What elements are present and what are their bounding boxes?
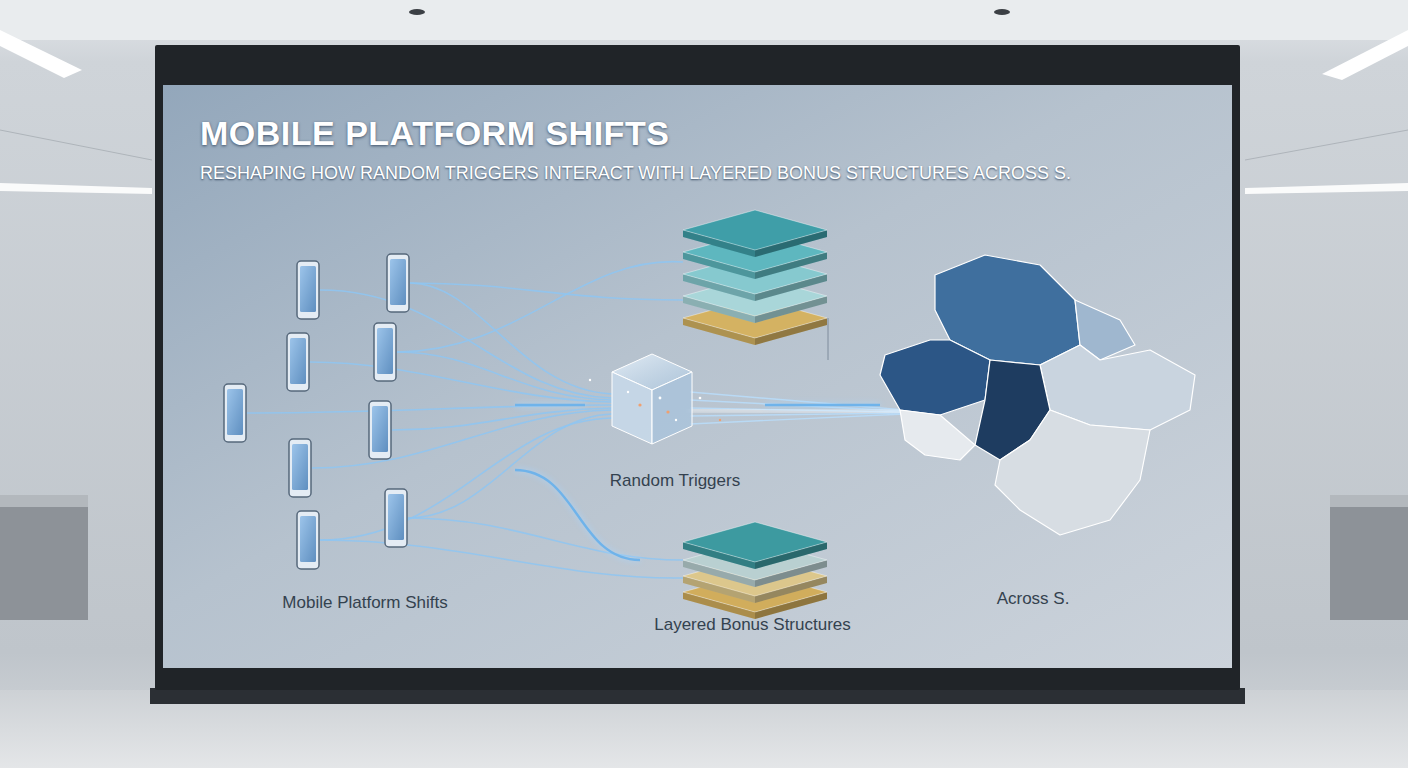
wall-light xyxy=(0,183,152,194)
map-region xyxy=(995,410,1150,535)
cube-icon xyxy=(589,354,721,444)
screen-panel xyxy=(163,85,1232,668)
region-map xyxy=(880,255,1195,535)
phone-icon xyxy=(289,439,311,497)
flow-stream xyxy=(397,352,612,400)
spark-dot xyxy=(659,397,662,400)
phone-icon xyxy=(287,333,309,391)
phone-icon xyxy=(297,261,319,319)
phone-icon xyxy=(387,254,409,312)
map-region xyxy=(880,340,990,415)
flow-streams xyxy=(247,262,683,578)
screen-base xyxy=(150,688,1245,704)
subtitle-text: RESHAPING HOW RANDOM TRIGGERS INTERACT W… xyxy=(200,163,1071,184)
wall-seam xyxy=(0,130,152,160)
phone-icon xyxy=(297,511,319,569)
diagram-title: MOBILE PLATFORM SHIFTS xyxy=(200,114,669,153)
phone-icon xyxy=(369,401,391,459)
spark-dot xyxy=(627,391,629,393)
flow-stream xyxy=(410,283,683,300)
side-desk xyxy=(1330,495,1408,507)
illustration-group: Across S. xyxy=(880,250,1186,613)
group-label: Mobile Platform Shifts xyxy=(282,593,447,613)
tier-plate xyxy=(683,522,827,569)
flow-connector xyxy=(515,404,585,406)
beam-line xyxy=(690,408,905,412)
ceiling-light xyxy=(1322,30,1408,80)
flow-stream xyxy=(392,408,612,430)
flow-connector xyxy=(765,404,880,406)
illustration-group: Mobile Platform Shifts xyxy=(215,245,515,617)
screen-frame xyxy=(155,45,1240,690)
tier-stack xyxy=(683,210,827,345)
tier-plate xyxy=(683,210,827,257)
wall-seam xyxy=(1245,130,1408,160)
light-beam xyxy=(690,392,905,424)
map-region xyxy=(900,410,975,460)
ceiling-light xyxy=(0,30,82,78)
cube-face xyxy=(652,372,692,444)
tier-stack xyxy=(683,522,827,619)
group-label: Random Triggers xyxy=(610,471,740,491)
phone-icon xyxy=(385,489,407,547)
illustration-group: Random Triggers xyxy=(585,345,765,495)
group-label: Across S. xyxy=(997,589,1070,609)
spark-dot xyxy=(589,379,591,381)
leader-line xyxy=(828,318,829,360)
flow-stream xyxy=(312,410,612,468)
illustration-group: Layered Bonus Structures xyxy=(640,505,865,639)
ceiling xyxy=(0,0,1408,40)
spark-dot xyxy=(638,403,641,406)
side-desk xyxy=(1330,495,1408,620)
spark-dot xyxy=(666,410,669,413)
cube-face xyxy=(612,372,652,444)
spark-dot xyxy=(699,397,702,400)
side-desk xyxy=(0,495,88,620)
side-desk xyxy=(0,495,88,507)
ceiling-spot xyxy=(409,9,425,15)
beam-line xyxy=(690,400,905,411)
beam-line xyxy=(690,392,905,410)
flow-stream xyxy=(310,362,612,402)
flow-stream xyxy=(408,518,683,560)
group-label: Layered Bonus Structures xyxy=(654,615,851,635)
flow-stream xyxy=(397,262,683,352)
ceiling-spot xyxy=(994,9,1010,15)
phone-icon xyxy=(374,323,396,381)
beam-line xyxy=(690,414,905,424)
spark-dot xyxy=(719,419,721,421)
spark-dot xyxy=(675,419,677,421)
phone-icon xyxy=(224,384,246,442)
phone-icons xyxy=(224,254,409,569)
wall-light xyxy=(1245,183,1408,194)
beam-glow xyxy=(690,410,905,412)
